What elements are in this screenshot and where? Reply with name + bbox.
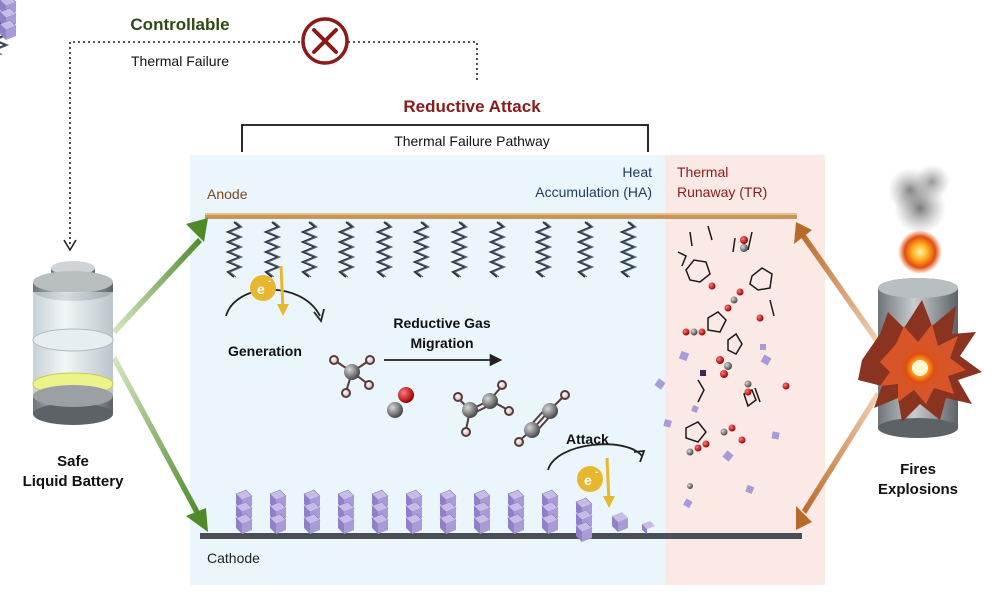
heat-accumulation-label-line1: Heat xyxy=(622,164,652,180)
cathode-crystals xyxy=(0,0,655,543)
generation-electron-minus: - xyxy=(268,276,271,287)
safe-battery-label-line1: Safe xyxy=(57,453,89,470)
thermal-runaway-label-line1: Thermal xyxy=(677,164,728,180)
thermal-runaway-gas-molecules xyxy=(682,236,790,489)
anode-bar xyxy=(205,213,797,219)
pathway-label: Thermal Failure Pathway xyxy=(394,133,550,149)
charge-arrow-up xyxy=(112,218,208,334)
safe-battery-icon xyxy=(32,261,114,425)
reductive-attack-title: Reductive Attack xyxy=(403,97,541,116)
methane-molecule xyxy=(329,355,375,398)
pathway-bracket xyxy=(241,124,649,152)
charge-arrow-down xyxy=(112,356,208,532)
migration-label-line2: Migration xyxy=(411,335,474,351)
cathode-bar xyxy=(200,533,802,539)
attack-electron-minus: - xyxy=(595,467,598,478)
controllable-title: Controllable xyxy=(130,15,229,34)
exploding-battery-icon xyxy=(858,164,982,438)
failure-cross-icon xyxy=(301,17,349,65)
generation-electron-label: e xyxy=(257,281,265,297)
heat-accumulation-zone xyxy=(190,155,665,585)
tr-arrow-down xyxy=(796,392,880,530)
generation-label: Generation xyxy=(228,343,302,359)
heat-accumulation-label-line2: Accumulation (HA) xyxy=(535,184,652,200)
attack-electron-label: e xyxy=(584,472,592,488)
thermal-runaway-debris xyxy=(677,225,775,443)
cathode-label: Cathode xyxy=(207,550,260,566)
attack-label: Attack xyxy=(566,431,609,447)
acetylene-molecule xyxy=(514,390,570,447)
tr-arrow-up xyxy=(794,222,880,344)
controllable-subtitle: Thermal Failure xyxy=(131,53,229,69)
outcome-label-line1: Fires xyxy=(900,461,936,478)
thermal-runaway-label-line2: Runaway (TR) xyxy=(677,184,767,200)
controllable-dotted-path xyxy=(69,41,478,246)
thermal-runaway-crystal-fragments xyxy=(654,344,780,509)
ethylene-molecule xyxy=(453,380,514,437)
outcome-label-line2: Explosions xyxy=(878,481,958,498)
generation-electron-icon xyxy=(225,265,325,324)
anode-label: Anode xyxy=(207,186,248,202)
migration-label-line1: Reductive Gas xyxy=(393,315,490,331)
safe-battery-label-line2: Liquid Battery xyxy=(23,473,124,490)
attack-electron-icon xyxy=(547,443,646,508)
co-molecule xyxy=(387,387,414,418)
